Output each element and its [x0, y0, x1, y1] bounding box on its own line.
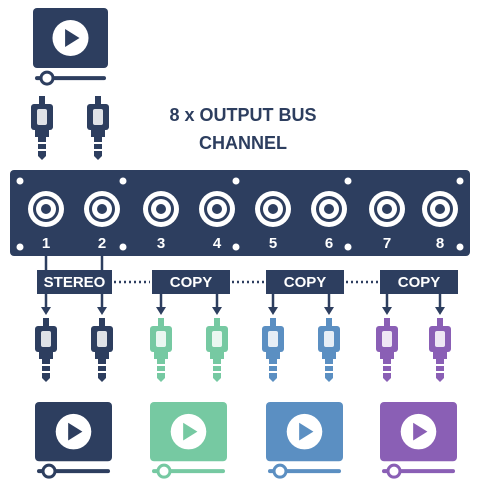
channel-number-8: 8 [436, 235, 444, 252]
output-video-player-3-icon [266, 402, 343, 479]
output-plug-4-2-icon [429, 318, 451, 382]
output-jack-6-icon [311, 191, 347, 227]
panel-screw [119, 243, 127, 251]
channel-number-7: 7 [383, 235, 391, 252]
title-line-2: CHANNEL [199, 133, 287, 153]
channel-number-2: 2 [98, 235, 106, 252]
output-jack-1-icon [28, 191, 64, 227]
output-jack-8-icon [422, 191, 458, 227]
panel-screw [456, 177, 464, 185]
arrow-head-icon [324, 307, 334, 315]
arrow-head-icon [268, 307, 278, 315]
panel-screw [344, 243, 352, 251]
channel-number-5: 5 [269, 235, 277, 252]
title-line-1: 8 x OUTPUT BUS [169, 105, 316, 125]
output-bus-panel: 1 2 3 4 5 6 7 8 [10, 170, 470, 256]
group-2: COPY [152, 270, 230, 315]
group-label-2: COPY [170, 274, 213, 291]
source-plugs [31, 96, 109, 160]
output-plug-2-2-icon [206, 318, 228, 382]
source-video-player-icon [33, 8, 108, 86]
panel-screw [119, 177, 127, 185]
group-label-box [37, 270, 112, 294]
group-label-3: COPY [284, 274, 327, 291]
output-plug-3-2-icon [318, 318, 340, 382]
group-1: STEREO [37, 270, 112, 315]
bus-panel-body [10, 170, 470, 256]
output-jack-5-icon [255, 191, 291, 227]
output-plugs [35, 318, 451, 382]
panel-screw [456, 243, 464, 251]
group-label-4: COPY [398, 274, 441, 291]
output-plug-4-1-icon [376, 318, 398, 382]
source-video-player-icon [33, 8, 108, 86]
output-video-players [35, 402, 457, 479]
group-label-box [152, 270, 230, 294]
source-plug-right-icon [87, 96, 109, 160]
channel-number-4: 4 [213, 235, 222, 252]
channel-number-1: 1 [42, 235, 50, 252]
arrow-head-icon [97, 307, 107, 315]
output-jack-7-icon [369, 191, 405, 227]
arrow-head-icon [435, 307, 445, 315]
group-4: COPY [380, 270, 458, 315]
source-plug-left-icon [31, 96, 53, 160]
panel-screw [232, 243, 240, 251]
arrow-head-icon [156, 307, 166, 315]
output-jack-3-icon [143, 191, 179, 227]
output-plug-2-1-icon [150, 318, 172, 382]
group-label-1: STEREO [44, 274, 106, 291]
group-label-box [266, 270, 344, 294]
arrow-head-icon [41, 307, 51, 315]
panel-screw [232, 177, 240, 185]
output-jack-2-icon [84, 191, 120, 227]
output-video-player-4-icon [380, 402, 457, 479]
panel-screw [16, 243, 24, 251]
channel-number-6: 6 [325, 235, 333, 252]
group-3: COPY [266, 270, 344, 315]
channel-number-3: 3 [157, 235, 165, 252]
output-video-player-2-icon [150, 402, 227, 479]
channel-groups: STEREO COPY COPY COPY [37, 256, 458, 315]
panel-screw [16, 177, 24, 185]
output-plug-1-1-icon [35, 318, 57, 382]
output-jack-4-icon [199, 191, 235, 227]
arrow-head-icon [382, 307, 392, 315]
group-label-box [380, 270, 458, 294]
output-video-player-1-icon [35, 402, 112, 479]
output-plug-3-1-icon [262, 318, 284, 382]
panel-screw [344, 177, 352, 185]
output-plug-1-2-icon [91, 318, 113, 382]
arrow-head-icon [212, 307, 222, 315]
